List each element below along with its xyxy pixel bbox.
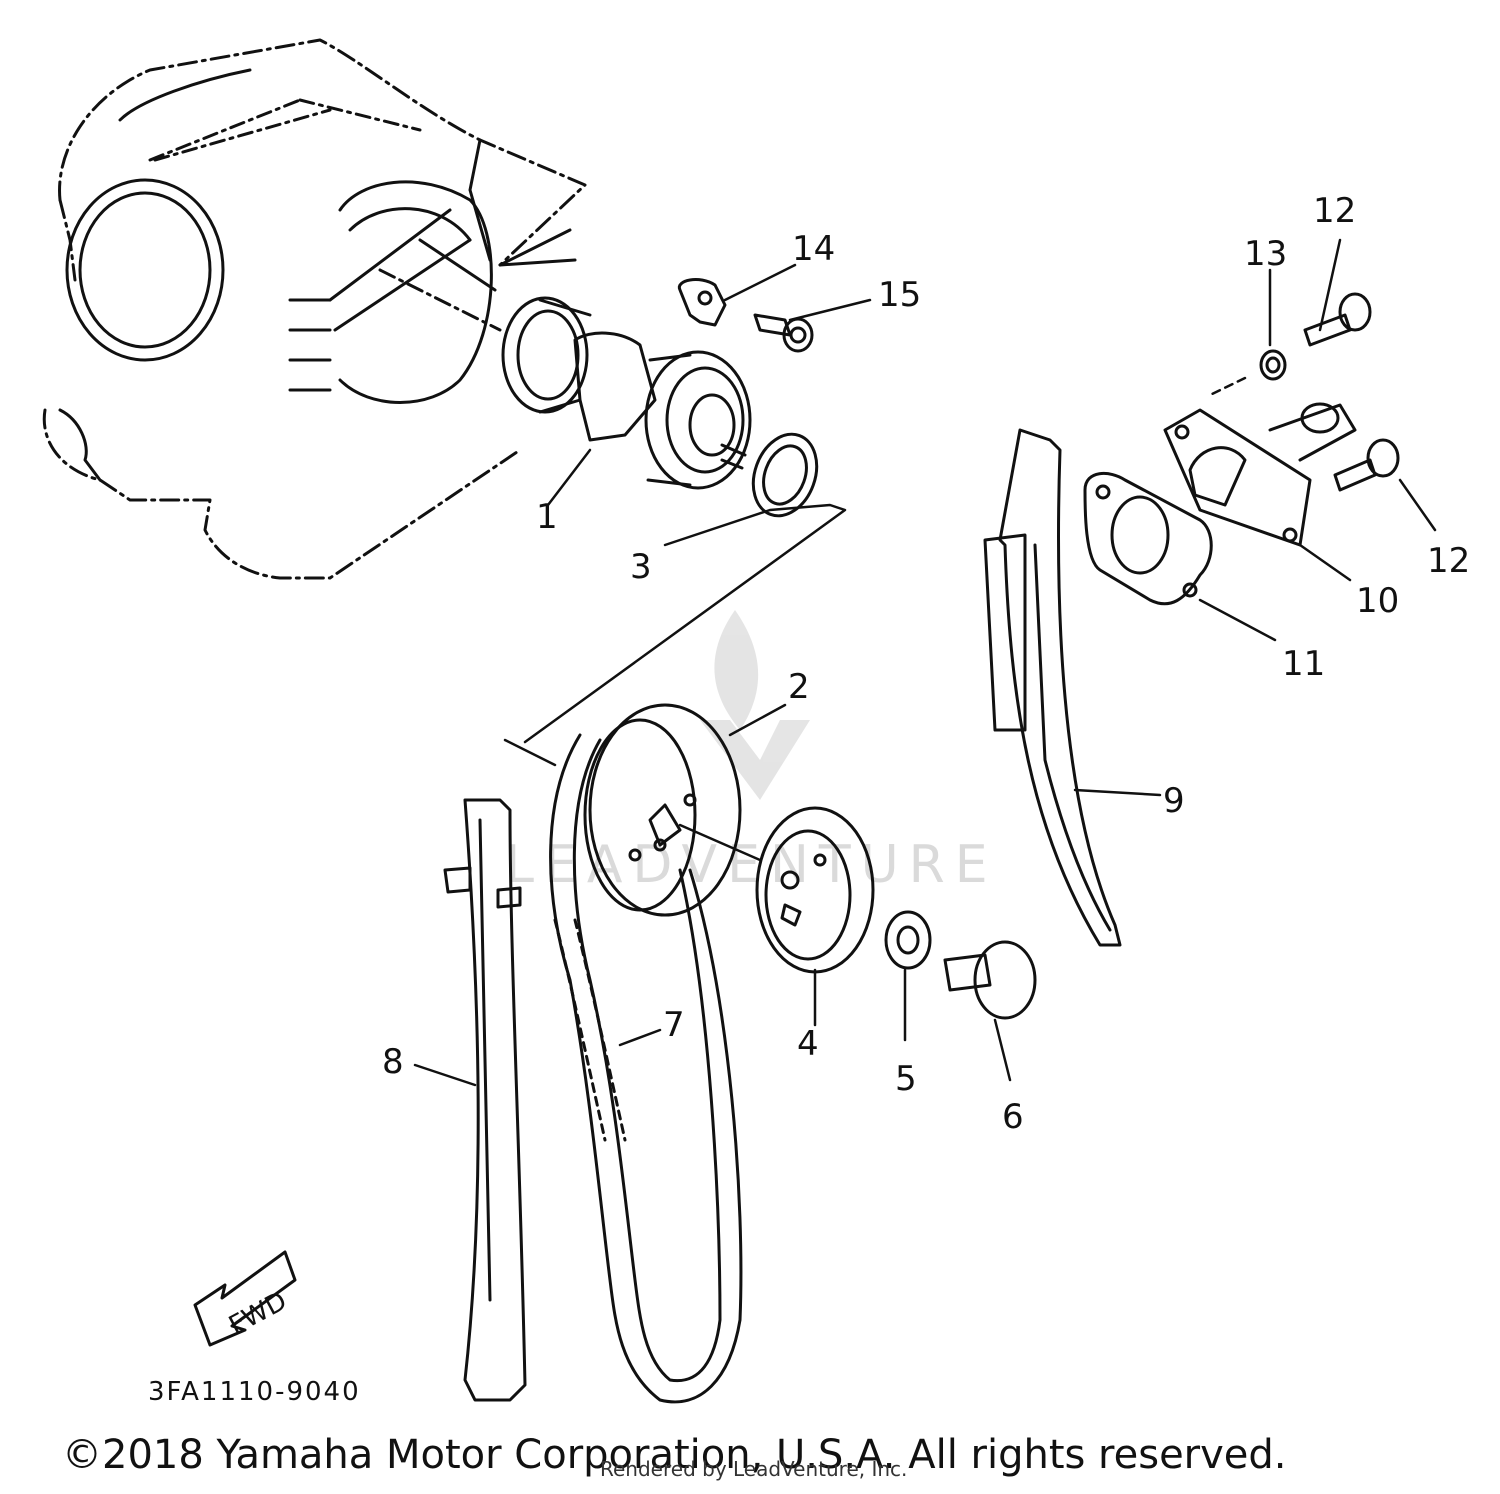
chain-guide-exhaust <box>983 428 1122 947</box>
leader-lines <box>413 238 1437 1087</box>
callout-4: 4 <box>797 1024 819 1064</box>
callout-9: 9 <box>1163 781 1185 821</box>
cylinder-head-outline <box>42 38 587 580</box>
circlip <box>751 432 819 518</box>
tensioner-gasket <box>1083 471 1213 606</box>
callout-1: 1 <box>536 497 558 537</box>
bolt-6 <box>943 940 1037 1020</box>
callout-13: 13 <box>1244 234 1287 274</box>
bolt-12-top <box>1303 292 1372 347</box>
callout-3: 3 <box>630 547 652 587</box>
callout-11: 11 <box>1282 644 1325 684</box>
leadventure-watermark: LEADVENTURE <box>505 610 998 895</box>
callout-14: 14 <box>792 229 835 269</box>
callout-8: 8 <box>382 1042 404 1082</box>
forward-label: FWD <box>224 1286 292 1341</box>
copyright-notice: ©2018 Yamaha Motor Corporation, U.S.A. A… <box>62 1432 1287 1478</box>
callout-labels: 1 2 3 4 5 6 7 8 9 10 11 12 12 13 14 15 <box>382 191 1470 1137</box>
forward-arrow-icon <box>193 1250 297 1347</box>
drawing-code: 3FA1110-9040 <box>148 1377 361 1407</box>
watermark-text: LEADVENTURE <box>505 835 998 895</box>
callout-10: 10 <box>1356 581 1399 621</box>
callout-7: 7 <box>663 1005 685 1045</box>
cam-chain <box>549 733 743 1404</box>
cam-sprocket <box>583 703 742 917</box>
bolt-12-right <box>1333 438 1400 492</box>
washer-13 <box>1259 349 1287 381</box>
camshaft <box>501 296 752 490</box>
callout-15: 15 <box>878 275 921 315</box>
callout-6: 6 <box>1002 1097 1024 1137</box>
callout-12-right: 12 <box>1427 541 1470 581</box>
washer-5 <box>884 910 932 970</box>
callout-5: 5 <box>895 1059 917 1099</box>
plate <box>677 278 727 327</box>
bolt-15 <box>753 313 814 353</box>
chain-guide-intake <box>443 798 527 1402</box>
rendered-by-notice: Rendered by LeadVenture, Inc. <box>600 1457 907 1481</box>
callout-2: 2 <box>788 667 810 707</box>
cam-chain-tensioner <box>1163 402 1357 547</box>
callout-12-top: 12 <box>1313 191 1356 231</box>
